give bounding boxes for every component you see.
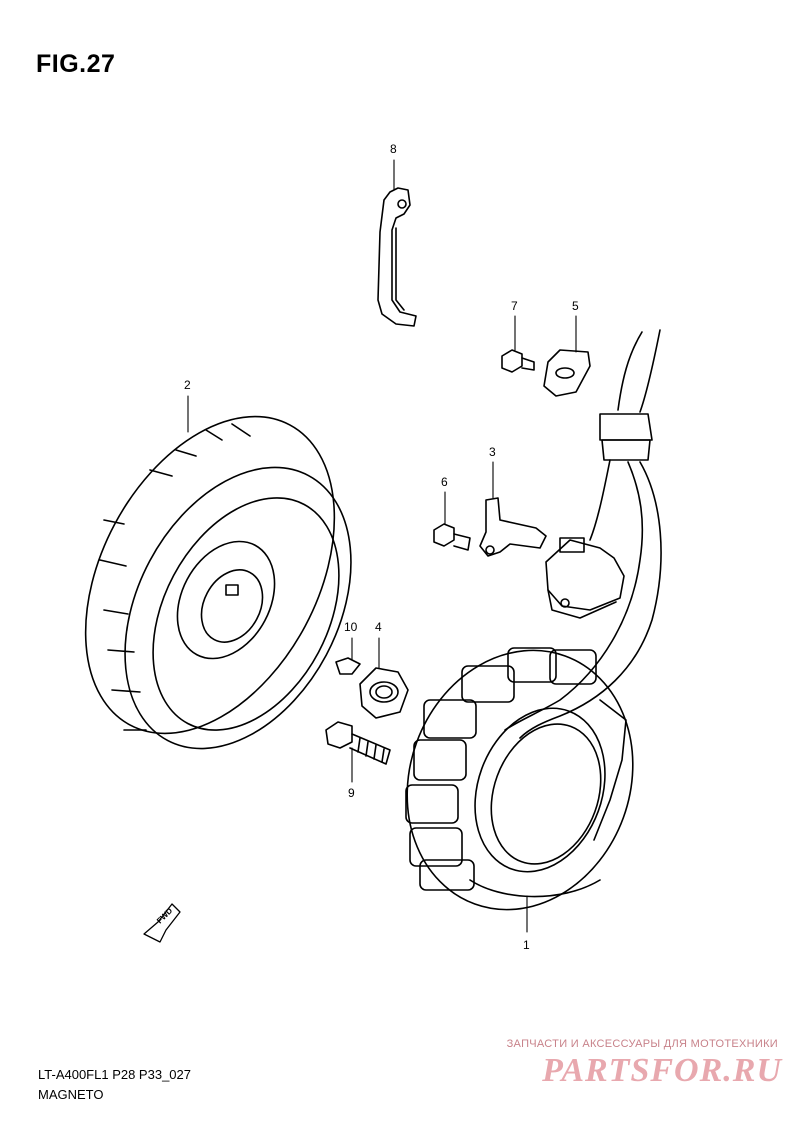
- watermark-text: ЗАПЧАСТИ И АКСЕССУАРЫ ДЛЯ МОТОТЕХНИКИ: [506, 1038, 778, 1050]
- callout-5: 5: [572, 299, 579, 313]
- part-10-key: [335, 657, 361, 675]
- part-2-flywheel: [84, 415, 352, 750]
- part-9-bolt: [325, 721, 391, 765]
- callout-3: 3: [489, 445, 496, 459]
- leader-lines: [187, 159, 577, 933]
- fwd-arrow: [143, 903, 181, 943]
- wire-harness: [504, 329, 662, 739]
- part-3-bracket: [479, 497, 625, 619]
- figure-title: FIG.27: [36, 50, 116, 78]
- callout-10: 10: [344, 620, 358, 634]
- part-7-bolt: [501, 349, 535, 373]
- callout-2: 2: [184, 378, 191, 392]
- callout-9: 9: [348, 786, 355, 800]
- part-5-plate: [543, 349, 591, 397]
- section-name: MAGNETO: [38, 1087, 104, 1102]
- callout-7: 7: [511, 299, 518, 313]
- watermark-logo: PARTSFOR.RU: [542, 1052, 782, 1089]
- part-1-stator: [405, 647, 634, 911]
- part-6-screw: [433, 523, 471, 551]
- callout-1: 1: [523, 938, 530, 952]
- callout-4: 4: [375, 620, 382, 634]
- part-4-nut: [359, 667, 409, 719]
- model-code: LT-A400FL1 P28 P33_027: [38, 1067, 191, 1082]
- callout-6: 6: [441, 475, 448, 489]
- part-8-clamp: [377, 187, 417, 327]
- callout-8: 8: [390, 142, 397, 156]
